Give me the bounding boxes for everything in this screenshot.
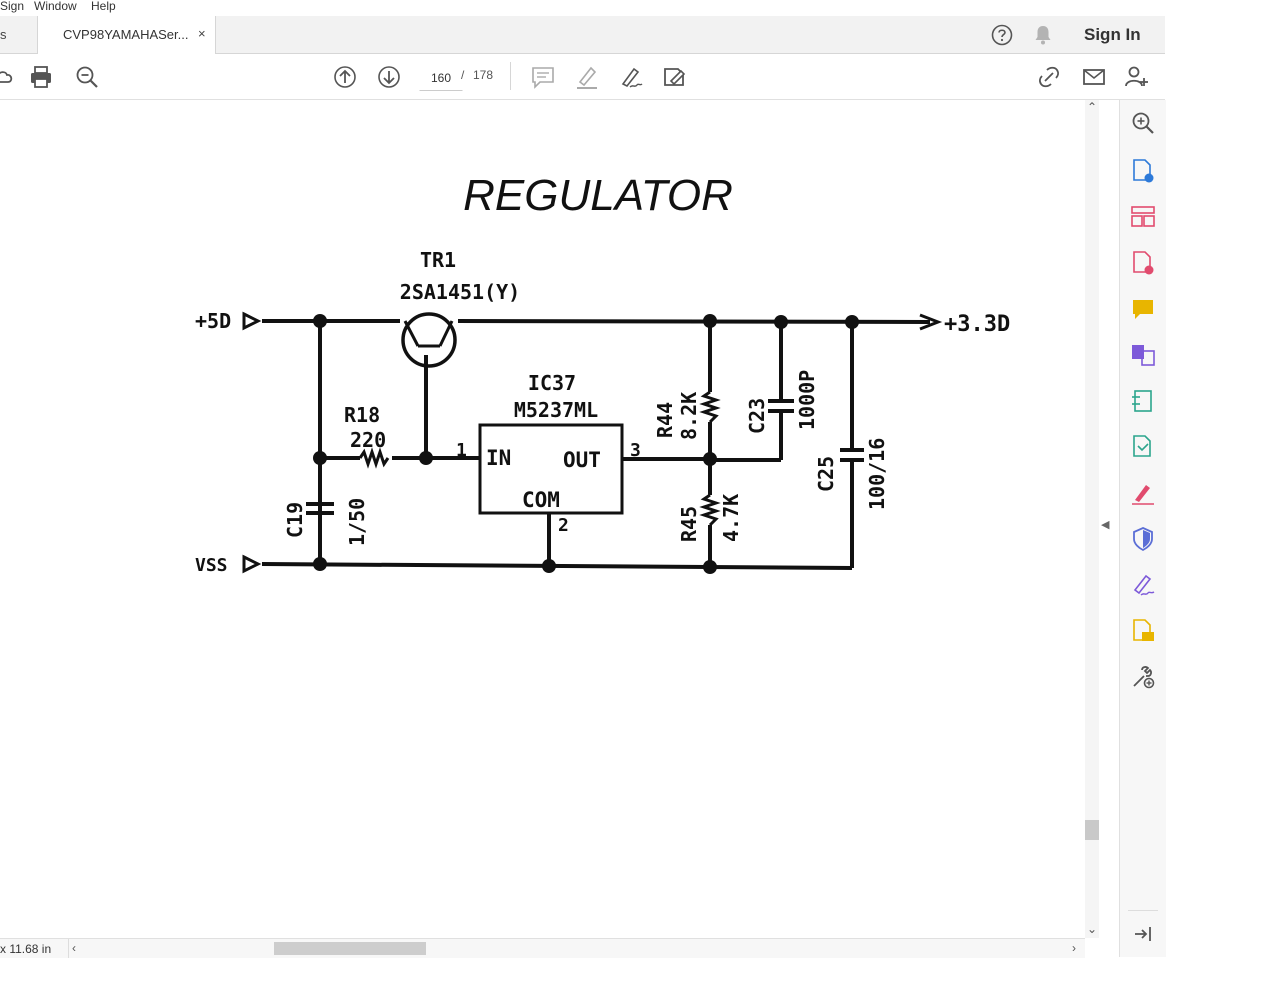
share-link-icon[interactable]	[1036, 64, 1062, 90]
organize-pages-icon[interactable]	[1130, 204, 1156, 230]
label-tr1-part: 2SA1451(Y)	[400, 280, 520, 304]
scroll-up-icon[interactable]: ⌃	[1087, 100, 1098, 114]
schematic-regulator: REGULATOR TR1 2SA1451(Y) IC37 M5237ML IN…	[195, 171, 1010, 576]
label-out-33: +3.3D	[944, 312, 1010, 337]
page-separator: /	[461, 68, 465, 82]
label-c23: C23	[745, 398, 769, 434]
page-down-icon[interactable]	[376, 64, 402, 90]
sign-icon[interactable]	[618, 64, 644, 90]
label-pin-com: COM	[522, 488, 560, 512]
combine-files-icon[interactable]	[1130, 342, 1156, 368]
horizontal-scroll-thumb[interactable]	[274, 942, 426, 955]
label-vss: VSS	[195, 555, 228, 576]
scroll-right-icon[interactable]: ›	[1072, 941, 1076, 955]
menu-bar: Sign Window Help	[0, 0, 1165, 17]
page-total: 178	[473, 68, 494, 82]
compress-icon[interactable]	[1130, 388, 1156, 414]
label-tr1: TR1	[420, 248, 456, 272]
scroll-left-icon[interactable]: ‹	[72, 941, 76, 955]
label-r45-val: 4.7K	[719, 494, 743, 542]
zoom-icon[interactable]	[1130, 110, 1156, 136]
label-r18: R18	[344, 403, 380, 427]
toolbar: / 178	[0, 54, 1165, 100]
tab-bar: s CVP98YAMAHASer... × Sign In	[0, 16, 1165, 54]
label-c25-val: 100/16	[865, 438, 889, 510]
vertical-scroll-thumb[interactable]	[1085, 820, 1099, 840]
label-c19: C19	[283, 502, 307, 538]
scroll-down-icon[interactable]: ⌄	[1087, 922, 1098, 936]
menu-window[interactable]: Window	[34, 0, 77, 13]
tab-home[interactable]: s	[0, 16, 38, 53]
tab-document[interactable]: CVP98YAMAHASer... ×	[38, 16, 216, 54]
fill-sign-icon[interactable]	[1130, 480, 1156, 506]
help-icon[interactable]	[991, 24, 1013, 46]
menu-help[interactable]: Help	[91, 0, 116, 13]
horizontal-scrollbar[interactable]: ‹ ›	[68, 939, 1086, 958]
more-tools-icon[interactable]	[1130, 618, 1156, 644]
label-ic37-part: M5237ML	[514, 398, 598, 422]
label-r18-val: 220	[350, 428, 386, 452]
protect-icon[interactable]	[1130, 526, 1156, 552]
create-pdf-icon[interactable]	[1130, 250, 1156, 276]
label-pin1: 1	[456, 440, 467, 461]
label-r44: R44	[653, 402, 677, 438]
right-tools-panel	[1119, 100, 1166, 957]
label-ic37: IC37	[528, 371, 576, 395]
add-user-icon[interactable]	[1124, 64, 1150, 90]
edit-icon[interactable]	[662, 64, 688, 90]
page-up-icon[interactable]	[332, 64, 358, 90]
tab-document-label: CVP98YAMAHASer...	[63, 27, 189, 42]
tools-icon[interactable]	[1130, 664, 1156, 690]
email-icon[interactable]	[1081, 64, 1107, 90]
label-r44-val: 8.2K	[677, 392, 701, 440]
highlight-icon[interactable]	[574, 64, 600, 90]
vertical-scrollbar[interactable]: ⌃ ⌄	[1085, 100, 1099, 938]
request-signature-icon[interactable]	[1130, 572, 1156, 598]
toolbar-divider	[510, 62, 511, 90]
page-size-readout: x 11.68 in	[0, 942, 52, 956]
comment-icon[interactable]	[1130, 296, 1156, 322]
label-pin3: 3	[630, 440, 641, 461]
label-pin-in: IN	[486, 446, 511, 470]
document-page[interactable]: REGULATOR TR1 2SA1451(Y) IC37 M5237ML IN…	[0, 100, 1085, 938]
label-c25: C25	[814, 456, 838, 492]
label-r45: R45	[677, 506, 701, 542]
zoom-out-icon[interactable]	[74, 64, 100, 90]
panel-divider	[1128, 910, 1158, 911]
expand-panel-icon[interactable]	[1130, 921, 1156, 947]
schematic-title: REGULATOR	[463, 171, 733, 220]
label-c23-val: 1000P	[795, 370, 819, 430]
page-number-input[interactable]	[419, 65, 463, 91]
label-pin2: 2	[558, 515, 569, 536]
bell-icon[interactable]	[1033, 24, 1053, 46]
menu-sign[interactable]: Sign	[0, 0, 25, 13]
label-in-plus5: +5D	[195, 309, 231, 333]
label-pin-out: OUT	[563, 448, 601, 472]
status-bar: x 11.68 in ‹ ›	[0, 938, 1085, 958]
cloud-icon[interactable]	[0, 64, 18, 90]
comment-icon[interactable]	[530, 64, 556, 90]
print-icon[interactable]	[28, 64, 54, 90]
sign-in-button[interactable]: Sign In	[1084, 25, 1141, 44]
label-c19-val: 1/50	[345, 498, 369, 546]
export-pdf-icon[interactable]	[1130, 158, 1156, 184]
close-icon[interactable]: ×	[198, 26, 206, 41]
collapse-panel-icon[interactable]: ◀	[1101, 519, 1110, 531]
send-for-review-icon[interactable]	[1130, 434, 1156, 460]
